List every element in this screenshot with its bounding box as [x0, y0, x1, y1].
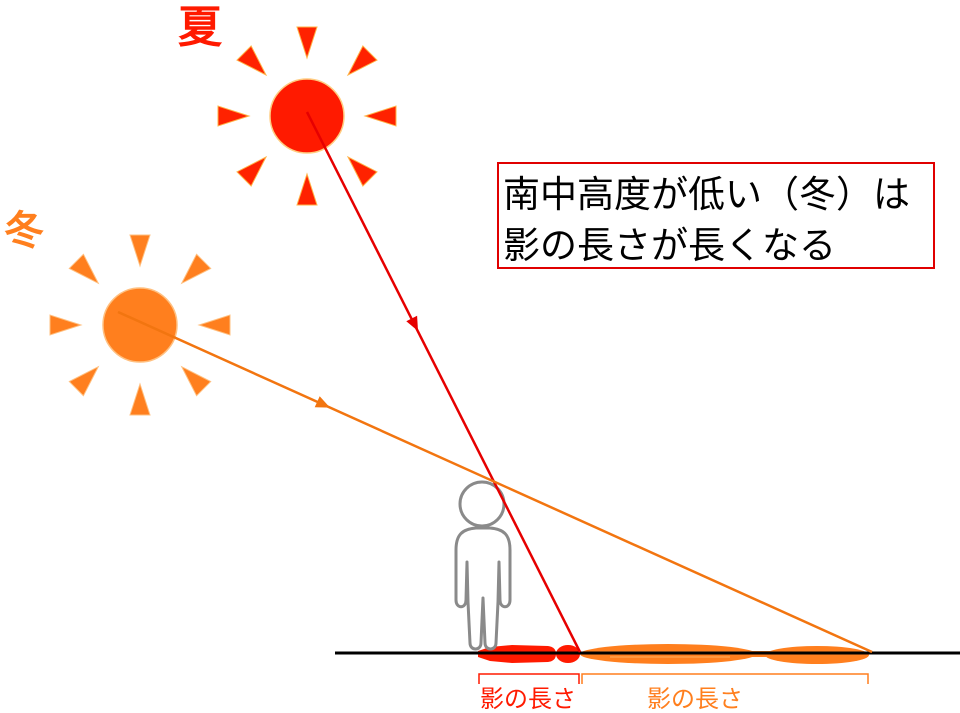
winter-shadow-label: 影の長さ [647, 685, 743, 713]
sun-ray [236, 45, 268, 77]
summer-shadow-bracket [478, 673, 580, 684]
person-body [454, 526, 512, 651]
summer-shadow-label: 影の長さ [480, 685, 576, 713]
summer-sunlight-ray [305, 111, 582, 653]
sun-ray [346, 45, 378, 77]
sun-ray [49, 314, 83, 336]
winter-ray-arrow-icon [314, 396, 330, 408]
sun-ray [363, 105, 397, 127]
sun-ray [236, 155, 268, 187]
sun-ray [296, 172, 318, 206]
note-box: 南中高度が低い（冬）は 影の長さが長くなる [497, 162, 935, 269]
winter-sunlight-ray [117, 310, 873, 654]
note-line-2: 影の長さが長くなる [503, 224, 836, 267]
sun-ray [68, 253, 100, 285]
winter-shadow-bracket [581, 673, 869, 684]
person-icon [454, 480, 512, 651]
sun-ray [180, 253, 212, 285]
sun-ray [129, 234, 151, 268]
sun-ray [296, 26, 318, 60]
sun-disc [102, 287, 178, 363]
sun-ray [180, 365, 212, 397]
summer-label: 夏 [178, 2, 223, 53]
sun-ray [197, 314, 231, 336]
note-border [497, 162, 935, 269]
sun-disc [269, 78, 345, 154]
summer-ray-arrow-icon [406, 315, 418, 331]
winter-shadow-head [765, 646, 869, 664]
winter-sun-icon [49, 234, 231, 416]
note-line-1: 南中高度が低い（冬）は [503, 173, 910, 216]
sun-ray [129, 382, 151, 416]
sun-ray [217, 105, 251, 127]
winter-label: 冬 [4, 208, 44, 254]
sun-ray [346, 155, 378, 187]
sun-ray [68, 365, 100, 397]
summer-sun-icon [217, 26, 397, 206]
